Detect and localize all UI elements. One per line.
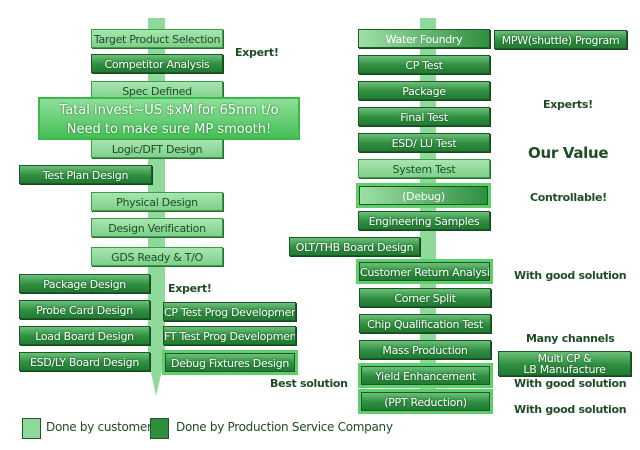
water-foundry: Water Foundry (358, 29, 490, 48)
mass-production: Mass Production (359, 340, 491, 359)
debug-fixtures-design: Debug Fixtures Design (162, 350, 298, 375)
package-design: Package Design (19, 274, 150, 293)
gds-ready: GDS Ready & T/O (91, 247, 223, 266)
yield-enhancement: Yield Enhancement (358, 363, 493, 388)
expert-note-1: Expert! (235, 46, 279, 59)
best-solution-note: Best solution (270, 377, 348, 390)
legend-company-label: Done by Production Service Company (176, 420, 393, 434)
esd-lu-test: ESD/ LU Test (358, 133, 490, 152)
olt-thb-board-design: OLT/THB Board Design (289, 237, 420, 256)
test-plan-design: Test Plan Design (19, 165, 152, 184)
good-solution-note-3: With good solution (514, 403, 627, 416)
expert-note-2: Expert! (168, 282, 212, 295)
physical-design: Physical Design (91, 192, 223, 211)
legend-customer-swatch (22, 418, 41, 439)
multi-cp-lb-manufacture: Multi CP &LB Manufacture (498, 351, 631, 376)
left-flow-arrow-tip (148, 358, 165, 396)
target-product-selection: Target Product Selection (91, 29, 223, 48)
many-channels-note: Many channels (526, 332, 615, 345)
cp-test-prog-development: CP Test Prog Developmen (163, 302, 296, 321)
spec-defined: Spec Defined (91, 81, 223, 100)
final-test: Final Test (358, 107, 490, 126)
debug: (Debug) (356, 183, 491, 208)
legend-company-swatch (150, 418, 169, 439)
engineering-samples: Engineering Samples (358, 211, 490, 230)
probe-card-design: Probe Card Design (19, 300, 150, 319)
customer-return-analysis: Customer Return Analysis (356, 259, 493, 284)
experts-note: Experts! (543, 98, 593, 111)
system-test: System Test (358, 159, 490, 178)
multi-line-2: LB Manufacture (523, 363, 606, 376)
good-solution-note-2: With good solution (514, 377, 627, 390)
mpw-program: MPW(shuttle) Program (494, 30, 627, 49)
controllable-note: Controllable! (530, 191, 607, 204)
design-verification: Design Verification (91, 218, 223, 237)
cp-test: CP Test (358, 55, 490, 74)
ppt-reduction: (PPT Reduction) (358, 389, 493, 414)
multi-line-1: Multi CP & (537, 352, 592, 365)
chip-qualification-test: Chip Qualification Test (359, 314, 491, 333)
banner-line-1: Tatal invest~US $xM for 65nm t/o (59, 103, 279, 118)
good-solution-note-1: With good solution (514, 269, 627, 282)
our-value-heading: Our Value (528, 144, 609, 162)
legend-customer-label: Done by customer (46, 420, 152, 434)
logic-dft-design: Logic/DFT Design (91, 139, 223, 158)
esd-ly-board-design: ESD/LY Board Design (19, 352, 150, 371)
banner-line-2: Need to make sure MP smooth! (66, 122, 272, 137)
ft-test-prog-development: FT Test Prog Developmen (163, 326, 296, 345)
corner-split: Corner Split (359, 288, 491, 307)
package: Package (358, 81, 490, 100)
load-board-design: Load Board Design (19, 326, 150, 345)
competitor-analysis: Competitor Analysis (91, 54, 223, 73)
